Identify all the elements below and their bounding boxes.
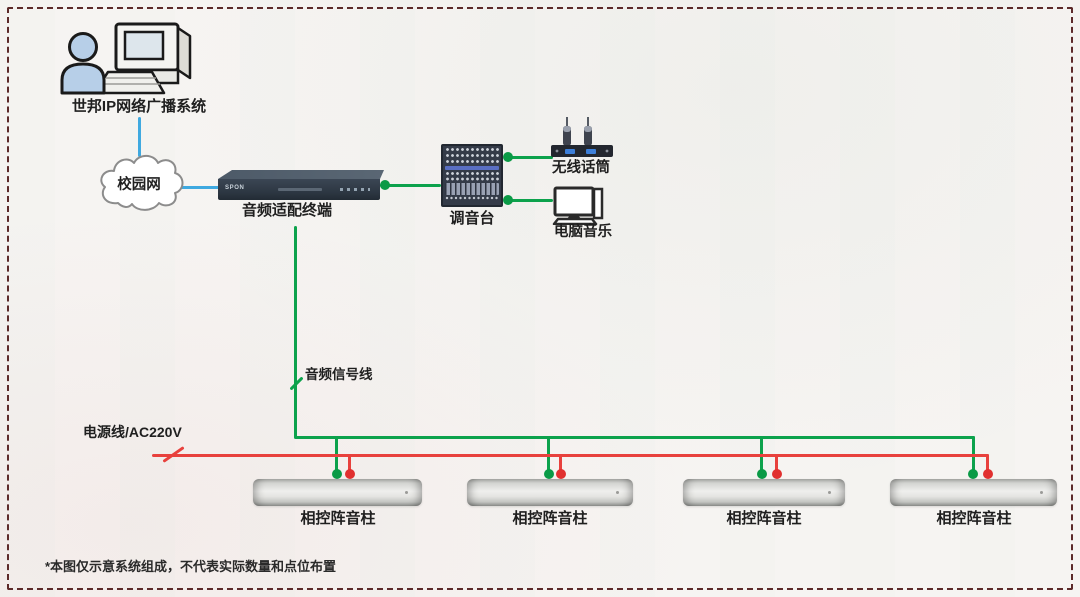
speaker-bar-4	[890, 479, 1057, 506]
diagram-footnote: *本图仅示意系统组成，不代表实际数量和点位布置	[45, 559, 337, 574]
speaker-power-dot-2	[556, 469, 566, 479]
speaker-label-2: 相控阵音柱	[512, 510, 588, 527]
adapter-top-face	[218, 170, 384, 179]
network-line-vertical	[138, 117, 141, 157]
speaker-audio-dot-4	[968, 469, 978, 479]
mixer-device	[441, 144, 503, 207]
adapter-logo: SPON	[225, 185, 245, 191]
audio-adapter-device: SPON	[218, 170, 384, 200]
wireless-mic-icon	[551, 117, 613, 157]
person-computer-icon	[60, 22, 192, 95]
source-system-label: 世邦IP网络广播系统	[71, 98, 207, 115]
audio-adapter-label: 音频适配终端	[241, 202, 333, 219]
power-drop-line-2	[559, 454, 562, 472]
speaker-bar-1	[253, 479, 422, 506]
speaker-power-dot-4	[983, 469, 993, 479]
audio-line-mixer-pc	[504, 199, 553, 202]
connection-dot-green	[503, 152, 513, 162]
mixer-fader-section	[445, 183, 499, 195]
speaker-audio-dot-1	[332, 469, 342, 479]
audio-line-slash-mark	[289, 376, 304, 391]
audio-line-mixer-mic	[504, 156, 553, 159]
speaker-label-3: 相控阵音柱	[726, 510, 802, 527]
speaker-label-1: 相控阵音柱	[300, 510, 376, 527]
mixer-label: 调音台	[449, 210, 495, 227]
speaker-bar-3	[683, 479, 845, 506]
cloud-shape	[100, 154, 184, 211]
network-line-horizontal	[176, 186, 220, 189]
computer-icon	[552, 186, 604, 225]
audio-signal-line-label: 音频信号线	[305, 367, 373, 382]
power-line-label: 电源线/AC220V	[83, 424, 182, 440]
speaker-bar-2	[467, 479, 633, 506]
mixer-blue-strip	[445, 166, 499, 170]
power-drop-line-4	[986, 454, 989, 472]
power-bus-line	[152, 454, 989, 457]
wireless-mic-label: 无线话筒	[552, 160, 610, 176]
audio-signal-trunk-line	[294, 226, 297, 438]
speaker-power-dot-3	[772, 469, 782, 479]
connection-dot-green	[503, 195, 513, 205]
power-drop-line-3	[775, 454, 778, 472]
mixer-knob-rows	[445, 147, 499, 165]
campus-network-label: 校园网	[117, 177, 161, 193]
speaker-audio-dot-3	[757, 469, 767, 479]
mixer-bottom-dots	[445, 196, 499, 201]
adapter-indicator-leds	[340, 188, 370, 191]
adapter-display	[278, 188, 322, 191]
audio-bus-line	[294, 436, 975, 439]
pc-music-label: 电脑音乐	[554, 224, 612, 240]
speaker-power-dot-1	[345, 469, 355, 479]
adapter-front-face: SPON	[218, 179, 380, 200]
speaker-audio-dot-2	[544, 469, 554, 479]
power-drop-line-1	[348, 454, 351, 472]
audio-line-adapter-mixer	[380, 184, 441, 187]
connection-dot-green	[380, 180, 390, 190]
speaker-label-4: 相控阵音柱	[936, 510, 1012, 527]
mixer-knob-rows-lower	[445, 171, 499, 182]
